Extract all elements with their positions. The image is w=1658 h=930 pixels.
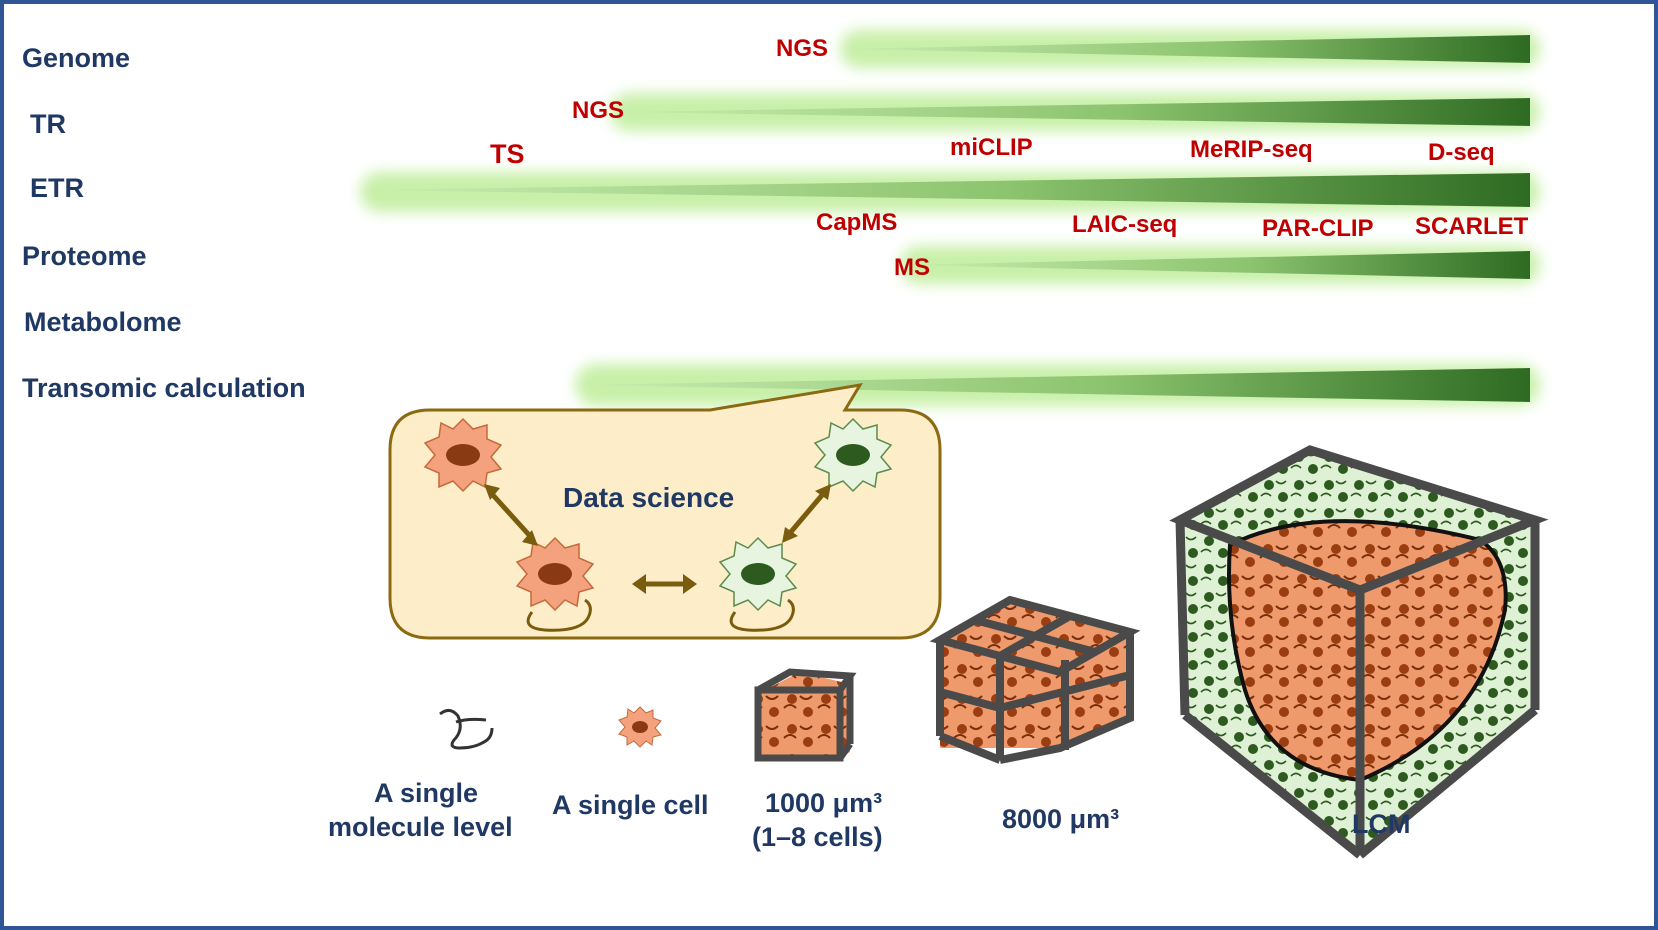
row-label-transomic: Transomic calculation [22,373,306,403]
lcm-dissected-region [1227,519,1508,783]
method-ts: TS [490,139,525,169]
row-label-genome: Genome [22,43,130,73]
row-label-tr: TR [30,109,66,139]
row-label-proteome: Proteome [22,241,147,271]
cell-green-top [813,417,893,493]
data-science-bubble: Data science [388,382,942,640]
label-single-cell: A single cell [552,790,709,820]
method-labels: NGS NGS TS miCLIP MeRIP-seq D-seq CapMS … [490,35,1529,281]
label-cube1000-line2: (1–8 cells) [752,822,883,852]
method-capms: CapMS [816,209,897,236]
method-ngs-tr: NGS [572,97,624,124]
method-bars [360,30,1540,406]
interaction-arrows [484,484,831,594]
method-laic: LAIC-seq [1072,211,1177,238]
row-label-etr: ETR [30,173,84,203]
label-molecule-line1: A single [374,778,478,808]
method-merip: MeRIP-seq [1190,136,1313,163]
genome-bar [840,30,1540,68]
scale-labels: A single molecule level A single cell 10… [328,778,1410,852]
row-label-metabolome: Metabolome [24,307,182,337]
cube-lcm [1169,445,1549,859]
label-cube1000-line1: 1000 μm³ [765,788,882,818]
scale-single-cell [618,706,662,748]
method-ms: MS [894,254,930,281]
cell-orange-bottom [515,536,595,612]
etr-bar [360,172,1540,212]
method-scarlet: SCARLET [1415,213,1529,240]
cube-8000 [929,595,1141,764]
transomic-bar [575,364,1540,406]
method-ngs-genome: NGS [776,35,828,62]
proteome-bar [900,246,1540,284]
row-labels: Genome TR ETR Proteome Metabolome Transo… [22,43,306,403]
cube-1000 [754,668,857,762]
label-cube8000: 8000 μm³ [1002,804,1119,834]
cell-green-bottom [718,536,798,612]
bubble-title: Data science [563,482,734,513]
method-dseq: D-seq [1428,139,1495,166]
label-lcm: LCM [1352,809,1410,839]
tr-bar [610,93,1540,131]
label-molecule-line2: molecule level [328,812,513,842]
method-parclip: PAR-CLIP [1262,215,1374,242]
scale-molecule [439,709,494,750]
self-loop-arrows [526,598,795,632]
cell-orange-top [423,417,503,493]
method-miclip: miCLIP [950,134,1033,161]
